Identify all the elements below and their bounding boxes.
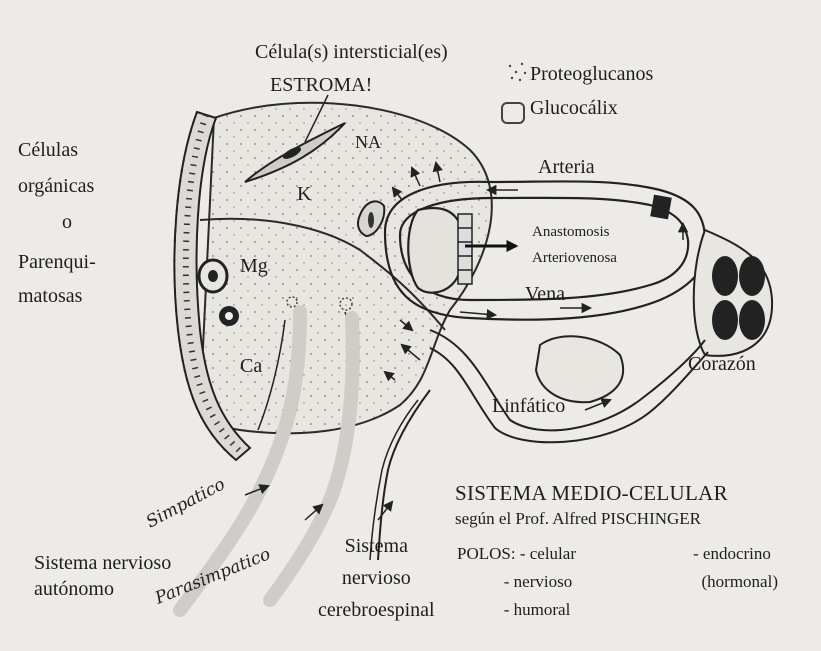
heart <box>694 230 772 356</box>
label-corazon: Corazón <box>688 353 756 375</box>
label-arteriovenosa: Arteriovenosa <box>532 250 617 266</box>
label-celulas: Células <box>18 139 78 161</box>
label-o: o <box>62 211 72 233</box>
label-sistema-autonomo: Sistema nervioso autónomo <box>34 550 171 602</box>
label-linfatico: Linfático <box>492 395 565 417</box>
label-estroma: ESTROMA! <box>270 74 372 96</box>
lymphatic-vessels <box>400 320 708 442</box>
label-k: K <box>297 183 312 205</box>
label-parenqui: Parenqui- <box>18 251 96 273</box>
notes-subtitle: según el Prof. Alfred PISCHINGER <box>455 506 817 532</box>
legend-symbols <box>502 63 526 123</box>
label-matosas: matosas <box>18 285 83 307</box>
label-proteoglucanos: Proteoglucanos <box>530 63 654 85</box>
label-anastomosis: Anastomosis <box>532 224 610 240</box>
notes-polos-left: POLOS: - celular - nervioso - humoral <box>457 540 576 624</box>
label-mg: Mg <box>240 255 268 277</box>
label-na: NA <box>355 132 381 152</box>
label-sistema-cerebroespinal: Sistema nervioso cerebroespinal <box>318 530 435 626</box>
label-interstitial: Célula(s) intersticial(es) <box>255 41 448 63</box>
label-vena: Vena <box>525 283 565 305</box>
label-organicas: orgánicas <box>18 175 94 197</box>
notes-title: SISTEMA MEDIO-CELULAR <box>455 480 817 506</box>
label-simpatico: Simpatico <box>143 474 229 532</box>
notes-block: SISTEMA MEDIO-CELULAR según el Prof. Alf… <box>455 480 817 644</box>
label-ca: Ca <box>240 355 262 377</box>
label-arteria: Arteria <box>538 156 595 178</box>
label-glucocalix: Glucocálix <box>530 97 618 119</box>
notes-polos-right: - endocrino (hormonal) <box>693 540 778 596</box>
